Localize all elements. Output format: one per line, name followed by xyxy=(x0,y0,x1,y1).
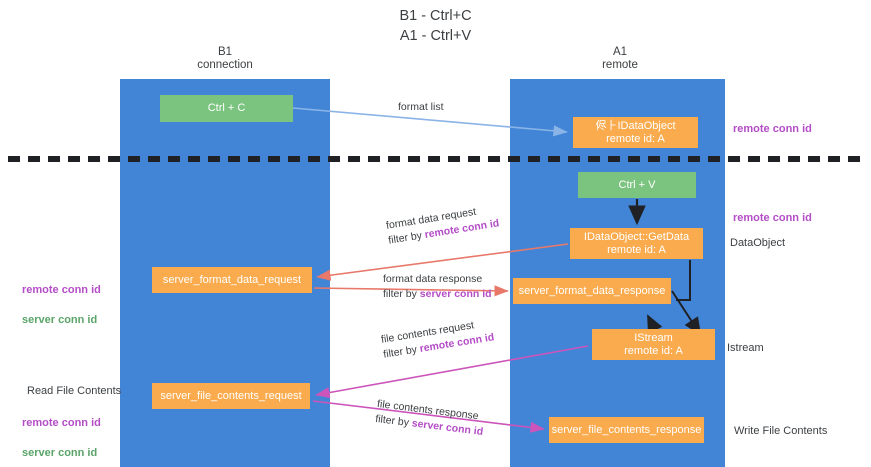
annotation-left-server-conn-id-2: server conn id xyxy=(22,447,98,459)
annotation-remote-conn-id-top: remote conn id xyxy=(733,123,812,135)
node-istream[interactable]: IStream remote id: A xyxy=(592,329,715,360)
edge-label-file-contents-response: file contents response filter by server … xyxy=(374,397,485,440)
node-idataobject[interactable]: 侭⺊IDataObject remote id: A xyxy=(573,117,698,148)
annotation-left-remote-conn-id: remote conn id xyxy=(22,284,101,296)
edge-label-format-data-response-filter: filter by server conn id xyxy=(383,288,492,300)
annotation-left-remote-conn-id-2: remote conn id xyxy=(22,417,101,429)
annotation-read-file-contents: Read File Contents xyxy=(27,385,122,397)
node-ctrl-v[interactable]: Ctrl + V xyxy=(578,172,696,198)
edge-label-file-contents-request: file contents request filter by remote c… xyxy=(380,315,495,362)
node-server-file-contents-response[interactable]: server_file_contents_response xyxy=(549,417,704,443)
lane-header-a1: A1 remote xyxy=(602,46,638,71)
annotation-write-file-contents: Write File Contents xyxy=(734,425,828,437)
node-idataobject-getdata[interactable]: IDataObject::GetData remote id: A xyxy=(570,228,703,259)
annotation-left-server-conn-id: server conn id xyxy=(22,314,98,326)
annotation-istream: Istream xyxy=(727,342,764,354)
node-ctrl-c[interactable]: Ctrl + C xyxy=(160,95,293,122)
phase-divider xyxy=(8,156,863,162)
diagram-title: B1 - Ctrl+C A1 - Ctrl+V xyxy=(399,8,472,44)
annotation-left-conn-ids-top: remote conn id server conn id xyxy=(22,268,101,328)
lane-header-b1: B1 connection xyxy=(197,46,253,71)
edge-label-format-data-response-line1: format data response xyxy=(383,273,483,285)
annotation-remote-conn-id-mid: remote conn id xyxy=(733,212,812,224)
edge-label-format-data-request: format data request filter by remote con… xyxy=(385,201,500,248)
edge-label-format-data-response: format data response filter by server co… xyxy=(383,272,492,302)
node-server-file-contents-request[interactable]: server_file_contents_request xyxy=(152,383,310,409)
node-server-format-data-request[interactable]: server_format_data_request xyxy=(152,267,312,293)
edge-label-format-list: format list xyxy=(398,101,444,113)
node-server-format-data-response[interactable]: server_format_data_response xyxy=(513,278,671,304)
annotation-left-conn-ids-bottom: remote conn id server conn id xyxy=(22,401,101,461)
annotation-dataobject: DataObject xyxy=(730,237,786,249)
